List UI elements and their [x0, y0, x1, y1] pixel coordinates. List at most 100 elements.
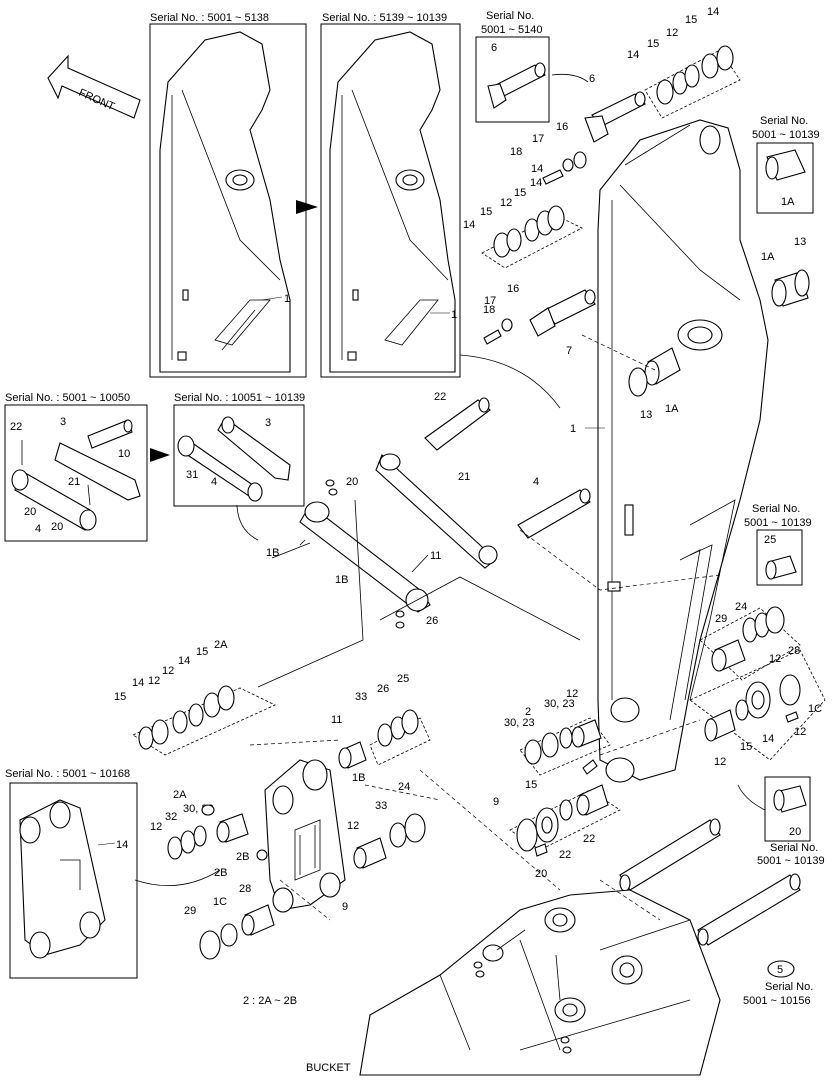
boom-main: 1 [570, 119, 769, 783]
callout-15: 14 [178, 655, 190, 667]
pin-9-lower [697, 873, 801, 946]
callout: 12 [500, 197, 512, 209]
bushing-1C-variant-box: 20 Serial No. 5001 ~ 10139 [737, 776, 825, 867]
callout: 14 [627, 49, 639, 61]
callout-21: 21 [68, 476, 80, 488]
callout-14: 26 [377, 683, 389, 695]
callout-1C: 20 [789, 826, 801, 838]
callout: 15 [685, 14, 697, 26]
serial-label: Serial No. : 5139 ~ 10139 [322, 12, 447, 24]
callout-25: 12 [769, 653, 781, 665]
callout-3: 3 [60, 416, 66, 428]
callout-2: 14 [116, 839, 128, 851]
callout-16: 16 [556, 121, 568, 133]
callout-6: 6 [491, 42, 497, 54]
callout-30-23: 15 [525, 779, 537, 791]
serial-label: 5001 ~ 10139 [752, 129, 820, 141]
callout-30-23: 2A [173, 789, 187, 801]
serial-label: Serial No. : 10051 ~ 10139 [174, 392, 305, 404]
circled-reference-5: 5 Serial No. 5001 ~ 10156 [743, 960, 813, 1007]
callout-15: 25 [397, 673, 409, 685]
callout-20: 20 [24, 506, 36, 518]
callout-12: 12 [162, 665, 174, 677]
serial-label: 5001 ~ 5140 [481, 24, 542, 36]
callout-1C: 12 [714, 756, 726, 768]
callout: 14 [707, 6, 719, 18]
callout: 15 [647, 38, 659, 50]
callout-12: 15 [740, 741, 752, 753]
callout-2A: 2B [236, 851, 249, 863]
callout-1: 1 [284, 293, 290, 305]
callout-12: 2A [214, 639, 228, 651]
bolt-18-upper: 18 17 16 14 [510, 121, 587, 185]
callout-2B: 12 [347, 820, 359, 832]
seal-stack-1C-right: 12 1C 12 14 15 12 [689, 649, 826, 768]
callout-24: 9 [493, 796, 499, 808]
callout-33: 9 [342, 901, 348, 913]
serial-label: 5001 ~ 10139 [744, 517, 812, 529]
callout-33: 1B [352, 772, 365, 784]
callout-29: 12 [794, 726, 806, 738]
bucket-label: BUCKET [306, 1062, 351, 1074]
callout-31: 31 [186, 469, 198, 481]
callout-12: 1C [213, 896, 227, 908]
callout-13: 13 [640, 409, 652, 421]
bushing-1B-variant-box: Serial No. 5001 ~ 10139 25 [744, 503, 812, 586]
callout-3: 21 [458, 471, 470, 483]
link-variant-box-1: Serial No. : 5001 ~ 10050 3 10 22 21 20 … [4, 392, 148, 542]
arrow-right-icon [150, 448, 170, 462]
link-variant-box-2: Serial No. : 10051 ~ 10139 3 31 4 [173, 392, 305, 507]
callout-15: 12 [150, 821, 162, 833]
callout-16: 16 [507, 283, 519, 295]
callout-6: 6 [589, 73, 595, 85]
callout-26: 30, 23 [504, 717, 535, 729]
seal-stack-1C-center: 9 22 20 22 [493, 784, 621, 880]
callout-2A: 11 [331, 714, 342, 726]
link-3-center: 21 [375, 453, 498, 569]
callout-4: 1B [335, 574, 348, 586]
pin-7: 18 17 16 7 [483, 283, 596, 357]
seal-ring-stack-left: 15 14 12 12 14 15 2A [114, 639, 276, 756]
bushing-1A-variant-box: Serial No. 5001 ~ 10139 1A [752, 115, 820, 214]
callout-32: 29 [184, 905, 196, 917]
serial-label: Serial No. [760, 115, 808, 127]
callout-22: 22 [10, 421, 22, 433]
callout-8: 4 [533, 476, 539, 488]
seal-stack-1B-center: 30, 23 2 30, 23 12 15 [504, 688, 611, 791]
callout-18: 18 [483, 304, 495, 316]
callout: 14 [530, 177, 542, 189]
callout-20: 20 [346, 476, 358, 488]
pin-9-upper [619, 818, 721, 892]
pin-6: 6 [584, 73, 646, 143]
callout-14: 14 [132, 677, 144, 689]
callout-14: 14 [531, 163, 543, 175]
boom-variant-box-2: Serial No. : 5139 ~ 10139 1 [320, 12, 461, 378]
callout-1: 1 [570, 423, 576, 435]
callout-32: 24 [398, 781, 410, 793]
callout-14: 15 [196, 646, 208, 658]
callout-13: 13 [794, 236, 806, 248]
pin-6-variant-box: Serial No. 5001 ~ 5140 6 [475, 10, 550, 123]
seal-ring-stack-center: 33 26 25 11 1B [331, 673, 431, 784]
callout-17: 17 [484, 295, 496, 307]
circled-ref: 5 [777, 964, 783, 976]
bushing-1A-main: 13 1A [628, 347, 681, 421]
callout-29: 20 [535, 868, 547, 880]
callout-28: 22 [559, 849, 571, 861]
callout-10: 10 [118, 448, 130, 460]
callout: 15 [514, 187, 526, 199]
link-2-assembly: 2A 30, 23 12 32 2B 2B [150, 759, 346, 913]
serial-label: Serial No. : 5001 ~ 10050 [5, 392, 130, 404]
callout-11: 30, 23 [544, 698, 575, 710]
bucket: BUCKET [306, 889, 721, 1076]
callout-21: 11 [430, 550, 441, 562]
callout-12: 15 [114, 691, 126, 703]
serial-label: Serial No. [486, 10, 534, 22]
callout-30-23: 2B [214, 867, 227, 879]
callout-1A: 1A [761, 251, 775, 263]
bushing-2B-pieces: 12 33 24 9 28 29 1C [184, 781, 426, 960]
callout-18: 18 [510, 146, 522, 158]
callout-26: 28 [788, 645, 800, 657]
callout-1A: 1A [781, 196, 795, 208]
